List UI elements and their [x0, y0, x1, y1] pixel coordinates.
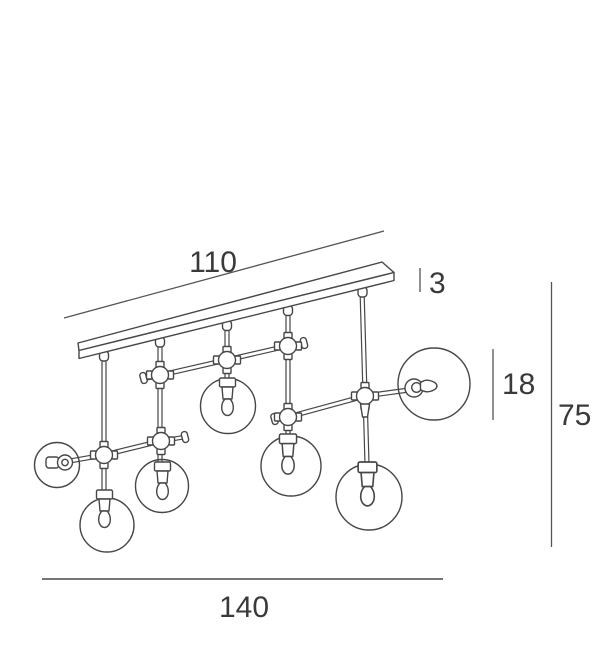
down-bulb-globe-5 [278, 433, 298, 475]
dimension-label-110: 110 [189, 246, 237, 279]
side-socket-globe-1 [45, 454, 74, 471]
dimension-line-110 [63, 230, 385, 319]
dimension-label-18: 18 [502, 368, 535, 401]
ball-joint-2-upper [145, 360, 175, 390]
glass-globe-1 [33, 441, 81, 489]
glass-globe-3 [134, 458, 190, 514]
ball-joint-4-lower [273, 402, 303, 432]
dimension-overall-height: 75 [550, 282, 591, 547]
bulb-assemblies [45, 377, 438, 529]
canopy-front-face [78, 271, 395, 360]
dimension-label-3: 3 [429, 267, 446, 300]
down-bulb-globe-2 [95, 489, 114, 529]
dimension-label-75: 75 [558, 399, 591, 432]
dimension-canopy-length: 110 [63, 230, 385, 319]
down-bulb-globe-6 [357, 461, 378, 507]
ball-joint-1 [89, 440, 119, 470]
ball-joint-4-upper [273, 331, 303, 361]
dimension-overall-length: 140 [42, 578, 443, 624]
stub-cap [179, 430, 191, 444]
socket-ring-inner [61, 458, 69, 467]
dimension-canopy-thickness: 3 [419, 267, 446, 300]
rod-fill [360, 288, 369, 465]
dimension-globe-height: 18 [492, 349, 535, 420]
down-bulb-globe-3 [153, 461, 172, 501]
ball-joint-2-lower [146, 426, 176, 456]
dimension-annotations: 110 3 18 75 140 [42, 230, 591, 624]
ball-joint-3 [212, 345, 242, 375]
drop-rod-5 [359, 288, 370, 465]
side-bulb-globe-7 [404, 378, 438, 398]
pendant-fixture [33, 261, 471, 553]
taper-fitting [359, 403, 371, 418]
dimension-label-140: 140 [219, 591, 269, 624]
ceiling-canopy [77, 261, 395, 360]
down-bulb-globe-4 [218, 377, 237, 417]
horizontal-bulb [419, 379, 438, 393]
glass-globe-7 [397, 347, 471, 421]
